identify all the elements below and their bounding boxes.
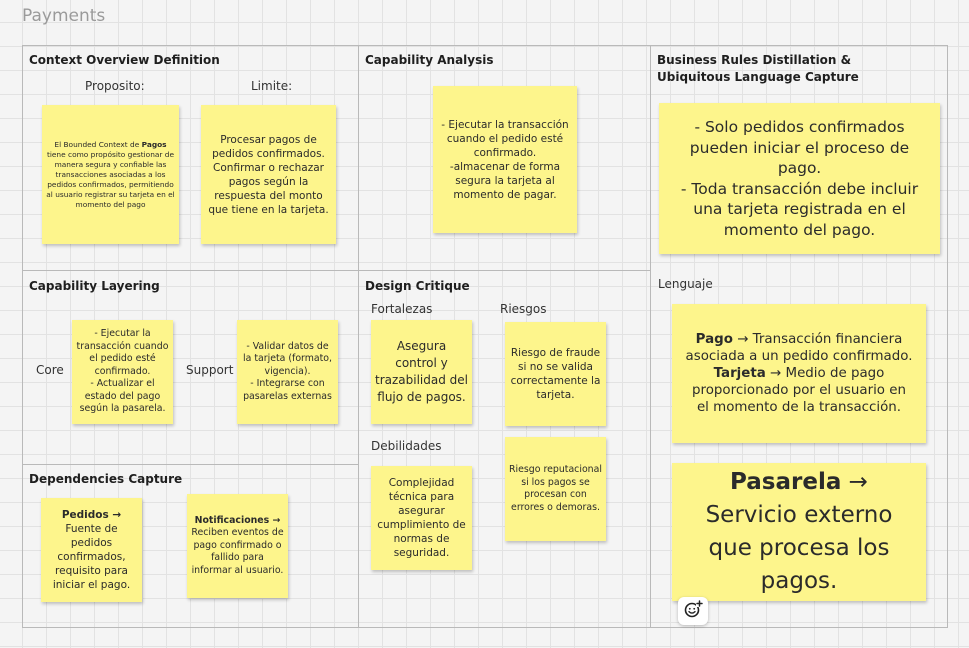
sticky-note-purpose[interactable]: El Bounded Context de Pagos tiene como p…: [42, 105, 179, 244]
sticky-note-risk-reputation-text: Riesgo reputacional si los pagos se proc…: [509, 464, 602, 513]
add-reaction-button[interactable]: [678, 597, 708, 625]
section-title-design-critique: Design Critique: [365, 279, 470, 293]
sticky-note-weakness-text: Complejidad técnica para asegurar cumpli…: [377, 477, 466, 559]
sticky-note-strength[interactable]: Asegura control y trazabilidad del flujo…: [371, 320, 472, 424]
main-frame: [22, 45, 948, 628]
risks-label: Riesgos: [500, 302, 547, 316]
sticky-note-capability[interactable]: - Ejecutar la transacción cuando el pedi…: [433, 86, 577, 233]
sticky-note-dep-orders[interactable]: Pedidos → Fuente de pedidos confirmados,…: [41, 498, 142, 602]
sticky-note-dep-notifications-text: Notificaciones → Reciben eventos de pago…: [191, 514, 284, 576]
limit-label: Limite:: [251, 79, 293, 93]
sticky-note-support-text: - Validar datos de la tarjeta (formato, …: [242, 340, 333, 402]
support-label: Support: [186, 363, 234, 377]
divider-v1: [358, 45, 359, 628]
purpose-label: Proposito:: [85, 79, 145, 93]
divider-h1: [22, 270, 650, 271]
sticky-note-dep-notifications[interactable]: Notificaciones → Reciben eventos de pago…: [187, 494, 288, 598]
sticky-note-core[interactable]: - Ejecutar la transacción cuando el pedi…: [72, 320, 173, 424]
section-title-context: Context Overview Definition: [29, 53, 220, 67]
section-title-business-rules: Business Rules Distillation & Ubiquitous…: [657, 53, 859, 84]
sticky-note-strength-text: Asegura control y trazabilidad del flujo…: [375, 339, 468, 404]
sticky-note-business-rules-text: - Solo pedidos confirmados pueden inicia…: [680, 118, 919, 239]
sticky-note-business-rules[interactable]: - Solo pedidos confirmados pueden inicia…: [659, 103, 940, 254]
sticky-note-limit[interactable]: Procesar pagos de pedidos confirmados. C…: [201, 105, 336, 244]
sticky-note-risk-reputation[interactable]: Riesgo reputacional si los pagos se proc…: [505, 437, 606, 541]
board-title: Payments: [22, 6, 106, 26]
sticky-note-language-pago-tarjeta[interactable]: Pago → Transacción financiera asociada a…: [672, 304, 926, 443]
core-label: Core: [36, 363, 64, 377]
weaknesses-label: Debilidades: [371, 439, 442, 453]
language-label: Lenguaje: [658, 277, 713, 291]
divider-v2: [650, 45, 651, 628]
strengths-label: Fortalezas: [371, 302, 433, 316]
sticky-note-pasarela-text: Pasarela → Servicio externo que procesa …: [705, 469, 893, 594]
sticky-note-risk-fraud[interactable]: Riesgo de fraude si no se valida correct…: [505, 322, 606, 426]
sticky-note-dep-orders-text: Pedidos → Fuente de pedidos confirmados,…: [52, 509, 131, 591]
sticky-note-support[interactable]: - Validar datos de la tarjeta (formato, …: [237, 320, 338, 424]
section-title-capability-analysis: Capability Analysis: [365, 53, 494, 67]
sticky-note-purpose-text: El Bounded Context de Pagos tiene como p…: [46, 139, 175, 209]
add-reaction-icon: [683, 599, 703, 623]
section-title-dependencies: Dependencies Capture: [29, 472, 183, 486]
sticky-note-core-text: - Ejecutar la transacción cuando el pedi…: [76, 328, 169, 415]
sticky-note-capability-text: - Ejecutar la transacción cuando el pedi…: [441, 118, 569, 201]
sticky-note-weakness[interactable]: Complejidad técnica para asegurar cumpli…: [371, 466, 472, 570]
sticky-note-limit-text: Procesar pagos de pedidos confirmados. C…: [208, 133, 329, 216]
sticky-note-language-pasarela[interactable]: Pasarela → Servicio externo que procesa …: [672, 463, 926, 601]
sticky-note-language-text: Pago → Transacción financiera asociada a…: [685, 332, 913, 415]
section-title-capability-layering: Capability Layering: [29, 279, 160, 293]
sticky-note-risk-fraud-text: Riesgo de fraude si no se valida correct…: [510, 347, 601, 401]
divider-h2: [22, 464, 358, 465]
